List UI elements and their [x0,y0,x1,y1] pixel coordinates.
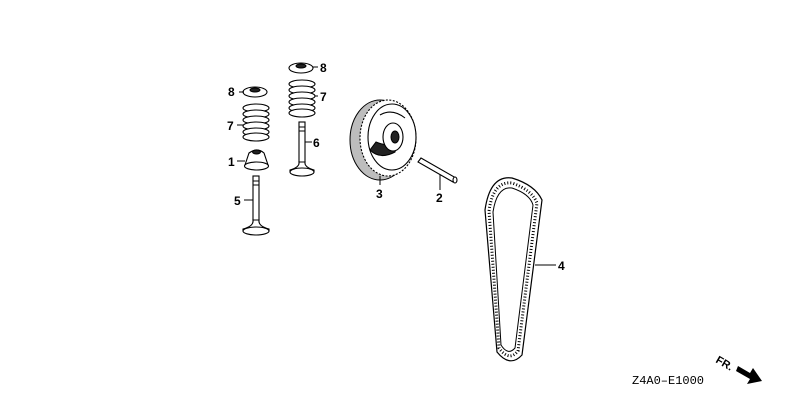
callout-5: 5 [234,194,241,208]
valve-left [242,175,270,236]
callout-8-right: 8 [320,61,327,75]
arrow-icon [736,366,762,384]
callout-7-left: 7 [227,119,234,133]
callout-7-right: 7 [320,90,327,104]
valve-stem-seal [243,149,270,171]
valve-spring-left [242,103,270,142]
front-direction-indicator: FR. [714,354,762,384]
diagram-code: Z4A0–E1000 [632,374,704,388]
valve-right [289,121,315,177]
direction-label: FR. [714,354,735,373]
valve-assembly-left [242,86,270,236]
valve-assembly-right [288,62,316,177]
spring-retainer-left [242,86,268,98]
pin [417,157,458,184]
callout-2: 2 [436,191,443,205]
camshaft-pulley [349,99,417,181]
leader-lines [237,66,556,266]
callout-6: 6 [313,136,320,150]
spring-retainer-right [288,62,314,74]
callout-3: 3 [376,187,383,201]
callout-1: 1 [228,155,235,169]
callout-4: 4 [558,259,565,273]
timing-belt [484,177,543,362]
callout-8-left: 8 [228,85,235,99]
valve-spring-right [288,79,316,118]
